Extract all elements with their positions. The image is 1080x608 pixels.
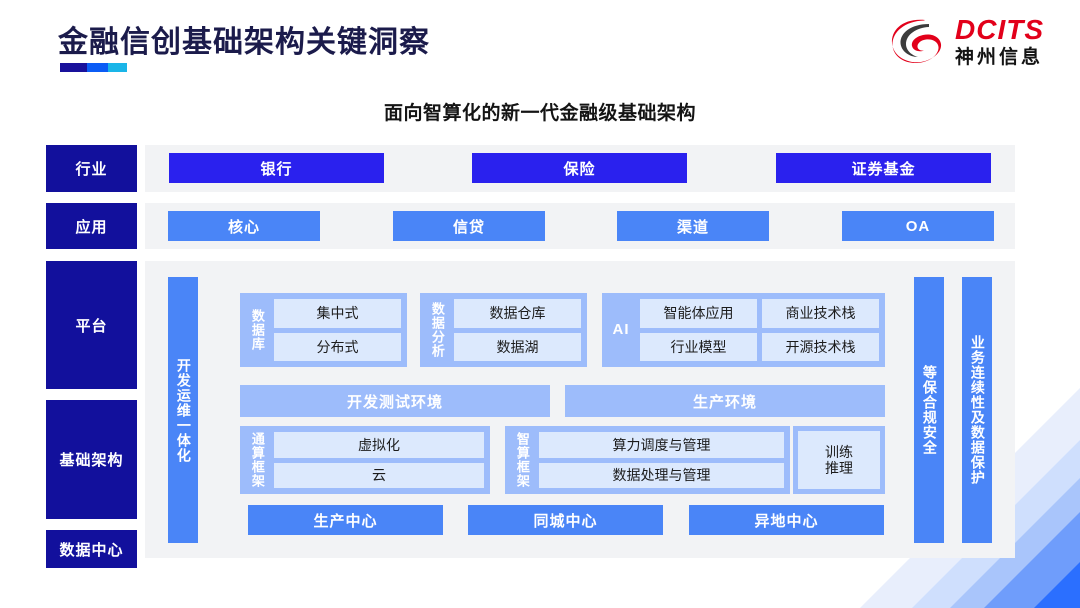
module-general-compute-framework-label: 通算框架 xyxy=(249,432,265,488)
application-item-credit[interactable]: 信贷 xyxy=(393,211,545,241)
layer-tag-platform[interactable]: 平台 xyxy=(46,261,137,389)
training-label: 训练 xyxy=(825,443,853,460)
section-subtitle: 面向智算化的新一代金融级基础架构 xyxy=(383,103,696,124)
compliance-security-label: 等保合规安全 xyxy=(921,365,938,455)
module-ai-cell-commercial-stack[interactable]: 商业技术栈 xyxy=(762,299,879,328)
compliance-security-bar[interactable]: 等保合规安全 xyxy=(914,277,944,543)
application-item-channel[interactable]: 渠道 xyxy=(617,211,769,241)
module-data-analysis-cell-warehouse[interactable]: 数据仓库 xyxy=(454,299,581,328)
module-ai-cell-agent-application[interactable]: 智能体应用 xyxy=(640,299,757,328)
module-intelligent-compute-framework-label: 智算框架 xyxy=(514,432,530,488)
layer-tag-infrastructure[interactable]: 基础架构 xyxy=(46,400,137,519)
rule-segment-blue xyxy=(86,63,109,72)
dcits-swoosh-icon xyxy=(891,19,942,64)
module-ai-cell-industry-model[interactable]: 行业模型 xyxy=(640,332,757,361)
layer-tag-application[interactable]: 应用 xyxy=(46,203,137,249)
training-inference-box[interactable]: 训练 推理 xyxy=(793,426,885,494)
module-database[interactable]: 数据库 集中式 分布式 xyxy=(240,293,407,367)
module-ai[interactable]: AI 智能体应用 商业技术栈 行业模型 开源技术栈 xyxy=(602,293,885,367)
logo-text-en: DCITS xyxy=(955,13,1044,45)
devops-integration-bar[interactable]: 开发运维一体化 xyxy=(168,277,198,543)
module-ai-label: AI xyxy=(612,321,630,339)
application-item-oa[interactable]: OA xyxy=(842,211,994,241)
module-intelligent-compute-framework[interactable]: 智算框架 算力调度与管理 数据处理与管理 xyxy=(505,426,790,494)
rule-segment-cyan xyxy=(108,63,127,72)
page-title: 金融信创基础架构关键洞察 xyxy=(58,26,430,59)
module-database-cell-distributed[interactable]: 分布式 xyxy=(274,332,401,361)
rule-segment-navy xyxy=(60,63,87,72)
application-item-core[interactable]: 核心 xyxy=(168,211,320,241)
company-logo: DCITS 神州信息 xyxy=(889,14,1044,68)
module-database-label: 数据库 xyxy=(249,309,265,351)
logo-text-cn: 神州信息 xyxy=(955,46,1044,68)
module-data-analysis[interactable]: 数据分析 数据仓库 数据湖 xyxy=(420,293,587,367)
industry-item-bank[interactable]: 银行 xyxy=(169,153,384,183)
devops-integration-label: 开发运维一体化 xyxy=(175,357,192,463)
datacenter-metro[interactable]: 同城中心 xyxy=(468,505,663,535)
layer-tag-datacenter[interactable]: 数据中心 xyxy=(46,530,137,568)
training-inference-cell[interactable]: 训练 推理 xyxy=(798,431,880,489)
business-continuity-label: 业务连续性及数据保护 xyxy=(969,335,986,485)
module-data-analysis-label: 数据分析 xyxy=(429,302,445,358)
module-icf-cell-compute-scheduling[interactable]: 算力调度与管理 xyxy=(539,432,784,458)
datacenter-remote[interactable]: 异地中心 xyxy=(689,505,884,535)
title-underline-rule xyxy=(60,63,127,72)
business-continuity-bar[interactable]: 业务连续性及数据保护 xyxy=(962,277,992,543)
environment-dev-test[interactable]: 开发测试环境 xyxy=(240,385,550,417)
module-gcf-cell-cloud[interactable]: 云 xyxy=(274,462,484,488)
environment-production[interactable]: 生产环境 xyxy=(565,385,885,417)
module-data-analysis-cell-lake[interactable]: 数据湖 xyxy=(454,332,581,361)
datacenter-production[interactable]: 生产中心 xyxy=(248,505,443,535)
module-general-compute-framework[interactable]: 通算框架 虚拟化 云 xyxy=(240,426,490,494)
module-icf-cell-data-processing[interactable]: 数据处理与管理 xyxy=(539,462,784,488)
module-gcf-cell-virtualization[interactable]: 虚拟化 xyxy=(274,432,484,458)
industry-item-securities-fund[interactable]: 证券基金 xyxy=(776,153,991,183)
industry-item-insurance[interactable]: 保险 xyxy=(472,153,687,183)
inference-label: 推理 xyxy=(825,460,853,476)
module-database-cell-centralized[interactable]: 集中式 xyxy=(274,299,401,328)
layer-tag-industry[interactable]: 行业 xyxy=(46,145,137,192)
module-ai-cell-opensource-stack[interactable]: 开源技术栈 xyxy=(762,332,879,361)
